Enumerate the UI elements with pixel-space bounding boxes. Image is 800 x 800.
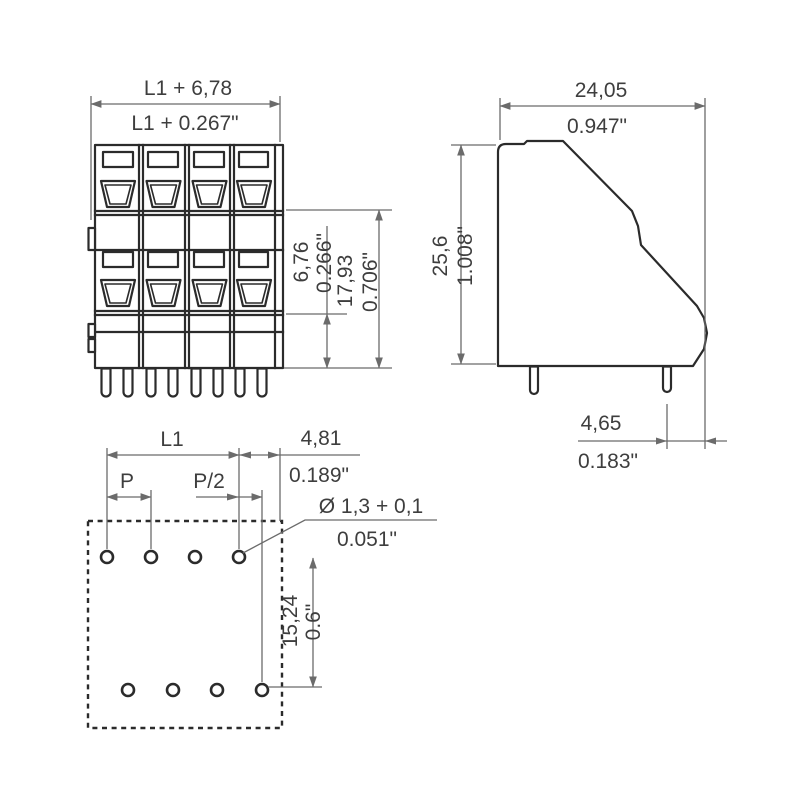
front-solder-pins bbox=[100, 367, 268, 398]
side-view-dimensions: 24,05 0.947" 25,6 1.008" 4,65 0.183" bbox=[429, 79, 727, 473]
front-height-in: 0.706" bbox=[359, 252, 382, 312]
front-clamp-in: 0.266" bbox=[313, 233, 336, 293]
front-side-tabs bbox=[87, 226, 97, 354]
arrowhead bbox=[227, 493, 239, 501]
front-width-mm: L1 + 6,78 bbox=[144, 77, 232, 100]
side-view bbox=[496, 139, 709, 396]
edge-offset-mm: 4,81 bbox=[301, 427, 342, 450]
arrowhead bbox=[656, 437, 667, 445]
front-screw-slots-lower bbox=[101, 250, 270, 269]
side-pin-offset-mm: 4,65 bbox=[581, 412, 622, 435]
half-pitch-label: P/2 bbox=[193, 470, 225, 493]
front-width-in: L1 + 0.267" bbox=[131, 112, 238, 135]
front-clamps-upper bbox=[99, 179, 273, 209]
arrowhead bbox=[705, 437, 716, 445]
front-view bbox=[87, 143, 285, 398]
arrowhead bbox=[239, 451, 251, 459]
side-depth-mm: 24,05 bbox=[575, 79, 628, 102]
drill-holes-row1 bbox=[99, 549, 247, 565]
front-view-dimensions: L1 + 6,78 L1 + 0.267" 6,76 0.266" 17,93 … bbox=[90, 77, 392, 369]
row-spacing-mm: 15,24 bbox=[279, 594, 302, 647]
footprint-dimensions: L1 4,81 0.189" P P/2 Ø 1,3 + 0,1 0.051" … bbox=[106, 427, 437, 688]
hole-dia-mm: Ø 1,3 + 0,1 bbox=[319, 495, 424, 518]
side-depth-in: 0.947" bbox=[567, 115, 627, 138]
arrowhead bbox=[268, 451, 280, 459]
edge-offset-in: 0.189" bbox=[289, 464, 349, 487]
front-clamp-mm: 6,76 bbox=[290, 242, 313, 283]
row-spacing-in: 0.6" bbox=[302, 604, 325, 641]
pitch-label: P bbox=[120, 470, 134, 493]
front-tier-lines bbox=[93, 209, 285, 334]
side-height-mm: 25,6 bbox=[429, 236, 452, 277]
side-profile bbox=[496, 139, 709, 368]
drill-holes-row2 bbox=[120, 682, 270, 698]
l1-label: L1 bbox=[160, 428, 183, 451]
front-clamps-lower bbox=[99, 278, 273, 308]
side-pin-offset-in: 0.183" bbox=[578, 450, 638, 473]
footprint-view bbox=[86, 519, 284, 730]
side-solder-pins bbox=[528, 365, 673, 396]
front-column-separators bbox=[137, 143, 277, 370]
side-height-in: 1.008" bbox=[454, 226, 477, 286]
hole-dia-in: 0.051" bbox=[337, 528, 397, 551]
hole-dia-leader bbox=[242, 519, 437, 554]
front-screw-slots-upper bbox=[101, 150, 270, 169]
board-outline bbox=[86, 519, 284, 730]
front-height-mm: 17,93 bbox=[334, 255, 357, 308]
